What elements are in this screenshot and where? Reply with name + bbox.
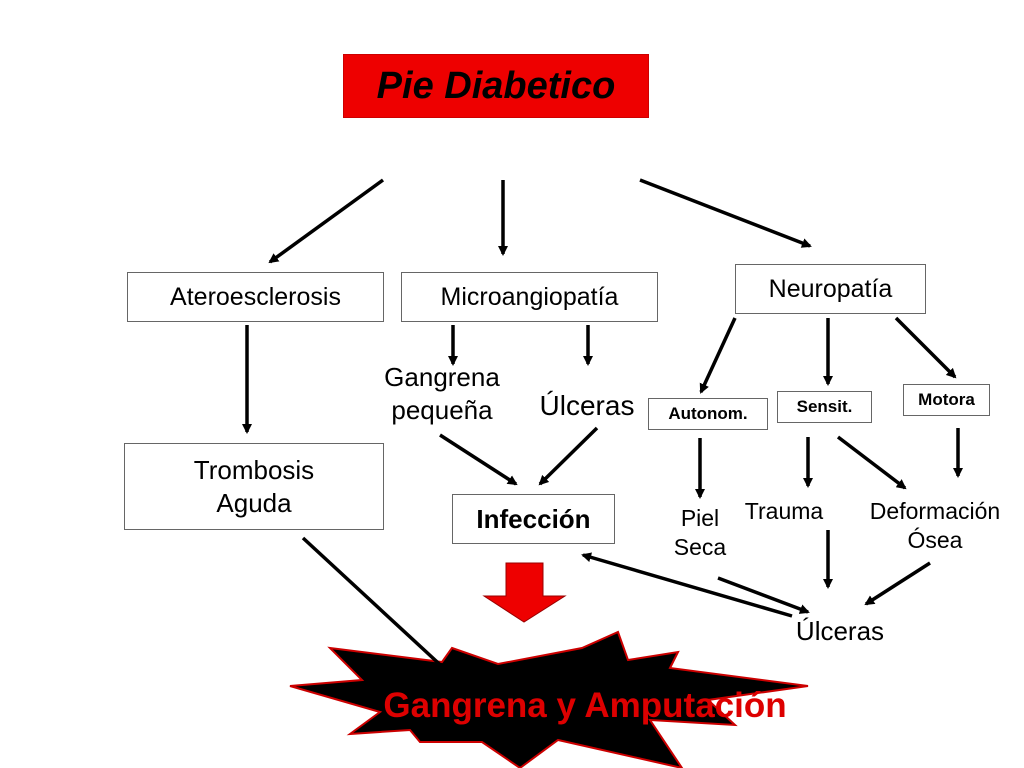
node-autonom: Autonom. (648, 398, 768, 430)
arrow-ulceras-to-infeccion (538, 426, 599, 486)
node-trombosis-aguda: Trombosis Aguda (124, 443, 384, 530)
ulceras-micro-label: Úlceras (539, 390, 635, 421)
infeccion-label: Infección (476, 503, 591, 534)
arrow-piel-seca-to-ulceras (717, 576, 810, 614)
node-trauma: Trauma (732, 497, 836, 526)
motora-label: Motora (918, 390, 975, 409)
arrow-deformacion-to-ulceras (864, 561, 931, 606)
gangrene-burst-shape (289, 630, 809, 768)
node-neuropatia: Neuropatía (735, 264, 926, 314)
title-box: Pie Diabetico (343, 54, 649, 118)
node-ulceras-micro: Úlceras (528, 388, 646, 423)
trombosis-line-2: Aguda (216, 487, 292, 518)
node-sensit: Sensit. (777, 391, 872, 423)
node-motora: Motora (903, 384, 990, 416)
node-ateroesclerosis-label: Ateroesclerosis (170, 282, 341, 311)
arrow-title-to-neuropatia (639, 178, 812, 248)
deformacion-line-1: Deformación (869, 498, 1001, 524)
arrow-gangrena-to-infeccion (439, 433, 518, 486)
node-microangiopatia-label: Microangiopatía (440, 282, 619, 311)
arrow-ulceras-to-infeccion-back (581, 552, 793, 618)
arrow-title-to-ateroesclerosis (268, 178, 385, 264)
arrow-trombosis-to-gangrena (301, 536, 450, 674)
trombosis-line-1: Trombosis (193, 455, 315, 485)
node-piel-seca: Piel Seca (655, 504, 745, 562)
node-ateroesclerosis: Ateroesclerosis (127, 272, 384, 322)
arrow-neuro-to-motora (894, 316, 957, 379)
node-gangrena-pequena: Gangrena pequeña (362, 361, 522, 426)
piel-seca-line-1: Piel (680, 505, 720, 531)
autonom-label: Autonom. (668, 404, 748, 423)
outcome-text: Gangrena y Amputación (383, 686, 787, 725)
page-title: Pie Diabetico (376, 64, 616, 107)
outcome-label: Gangrena y Amputación (300, 684, 870, 728)
gangrena-line-1: Gangrena (384, 362, 500, 392)
node-infeccion: Infección (452, 494, 615, 544)
arrow-neuro-to-autonom (699, 317, 737, 394)
node-ulceras-neuro: Úlceras (775, 615, 905, 648)
node-neuropatia-label: Neuropatía (768, 274, 893, 303)
node-deformacion-osea: Deformación Ósea (850, 497, 1020, 555)
piel-seca-line-2: Seca (673, 533, 727, 560)
ulceras-neuro-label: Úlceras (795, 616, 885, 646)
sensit-label: Sensit. (796, 397, 853, 416)
arrow-sensit-to-deformacion (836, 435, 907, 490)
red-down-arrow-icon (482, 562, 567, 623)
deformacion-line-2: Ósea (907, 526, 963, 553)
gangrena-line-2: pequeña (391, 394, 493, 425)
trauma-label: Trauma (744, 498, 824, 524)
node-microangiopatia: Microangiopatía (401, 272, 658, 322)
